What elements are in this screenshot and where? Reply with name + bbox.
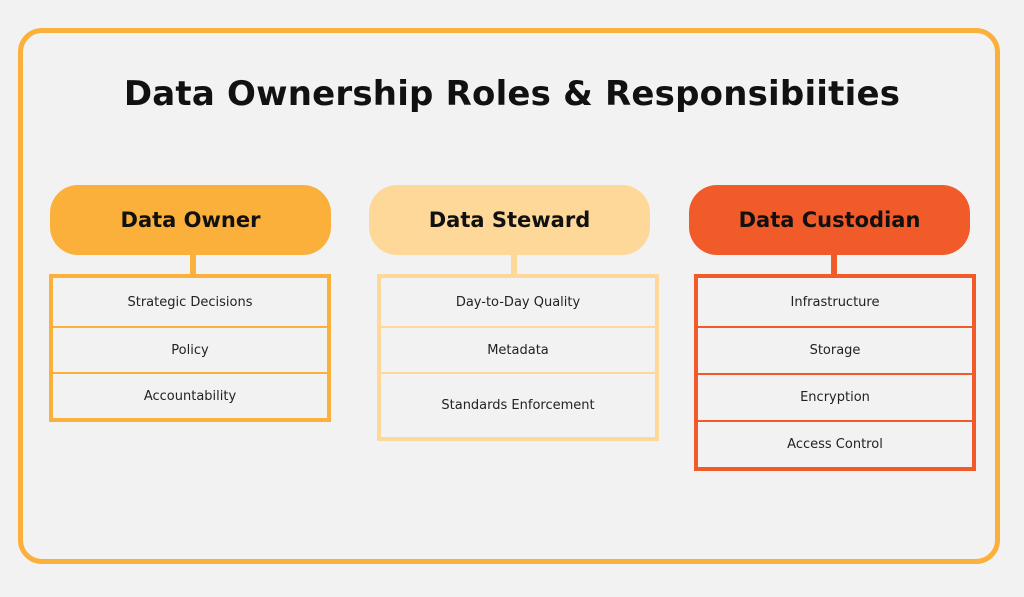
connector-line <box>831 254 837 275</box>
responsibility-item: Infrastructure <box>790 294 880 310</box>
responsibility-item: Standards Enforcement <box>381 372 655 437</box>
responsibility-item: Day-to-Day Quality <box>455 294 581 310</box>
role-responsibilities-data-steward: Day-to-Day Quality Metadata Standards En… <box>377 274 659 441</box>
responsibility-item: Storage <box>698 326 972 373</box>
role-responsibilities-data-custodian: Infrastructure Storage Encryption Access… <box>694 274 976 471</box>
connector-line <box>511 254 517 275</box>
responsibility-item: Strategic Decisions <box>127 294 253 310</box>
outer-frame <box>18 28 1000 564</box>
responsibility-item: Policy <box>53 326 327 372</box>
responsibility-item: Accountability <box>53 372 327 418</box>
responsibility-item: Metadata <box>381 326 655 372</box>
responsibility-item: Access Control <box>698 420 972 467</box>
responsibility-item: Encryption <box>698 373 972 420</box>
role-label: Data Steward <box>428 208 591 232</box>
role-responsibilities-data-owner: Strategic Decisions Policy Accountabilit… <box>49 274 331 422</box>
role-header-data-steward: Data Steward <box>369 185 650 255</box>
role-label: Data Owner <box>120 208 261 232</box>
diagram-title: Data Ownership Roles & Responsibiities <box>123 74 901 114</box>
role-header-data-owner: Data Owner <box>50 185 331 255</box>
connector-line <box>190 254 196 275</box>
role-label: Data Custodian <box>738 208 921 232</box>
role-header-data-custodian: Data Custodian <box>689 185 970 255</box>
